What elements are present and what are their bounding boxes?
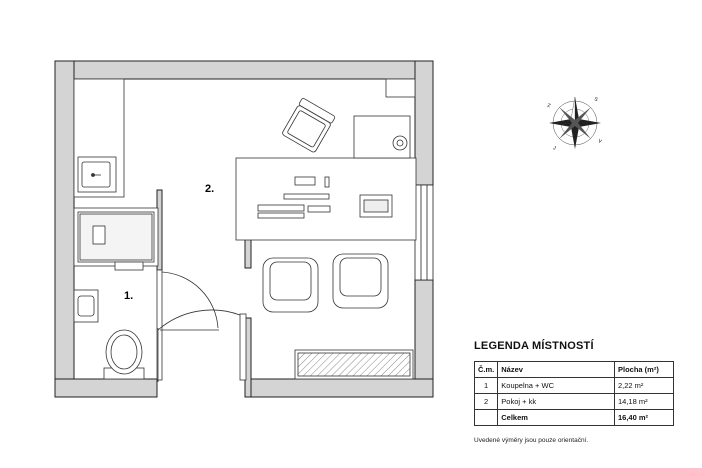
office-chair xyxy=(282,98,336,153)
legend-title: LEGENDA MÍSTNOSTÍ xyxy=(474,340,594,352)
header-area: Plocha (m²) xyxy=(614,361,674,378)
wall-right-upper xyxy=(414,60,434,186)
window-right xyxy=(414,184,434,281)
bathroom-door xyxy=(156,269,219,381)
row-num: 2 xyxy=(473,393,499,410)
bathtub xyxy=(73,207,159,271)
table-total-row: Celkem 16,40 m² xyxy=(473,409,674,426)
desk xyxy=(235,157,417,241)
washing-machine xyxy=(353,115,411,159)
wall-top xyxy=(54,60,434,80)
row-area: 2,22 m² xyxy=(614,377,674,394)
row-area: 14,18 m² xyxy=(614,393,674,410)
table-row: 2 Pokoj + kk 14,18 m² xyxy=(473,393,674,410)
armchair-right xyxy=(332,253,389,309)
wall-bottom-left xyxy=(54,378,158,398)
room-label-1: 1. xyxy=(124,290,133,302)
compass-letter-j: J xyxy=(552,145,557,152)
armchair-left xyxy=(262,257,319,313)
row-num: 1 xyxy=(473,377,499,394)
total-area: 16,40 m² xyxy=(614,409,674,426)
kitchen-counter xyxy=(73,78,416,198)
toilet xyxy=(103,329,145,380)
compass-letter-s: S xyxy=(593,96,599,103)
wall-bottom-right xyxy=(249,378,434,398)
area-note: Uvedené výměry jsou pouze orientační. xyxy=(474,437,589,444)
compass-rose-icon: S V J Z xyxy=(546,96,603,152)
monitor xyxy=(294,176,316,186)
compass-letter-z: Z xyxy=(546,103,551,110)
sideboard xyxy=(294,349,414,380)
wall-left xyxy=(54,60,75,398)
row-name: Pokoj + kk xyxy=(497,393,615,410)
room-label-2: 2. xyxy=(205,183,214,195)
washbasin xyxy=(73,289,99,323)
room-table: Č.m. Název Plocha (m²) 1 Koupelna + WC 2… xyxy=(473,361,674,426)
room-legend: LEGENDA MÍSTNOSTÍ Č.m. Název Plocha (m²)… xyxy=(473,340,674,426)
header-num: Č.m. xyxy=(473,361,499,378)
row-name: Koupelna + WC xyxy=(497,377,615,394)
total-label: Celkem xyxy=(497,409,615,426)
table-row: 1 Koupelna + WC 2,22 m² xyxy=(473,377,674,394)
keyboard xyxy=(283,193,330,200)
total-num xyxy=(473,409,499,426)
header-name: Název xyxy=(497,361,615,378)
table-header-row: Č.m. Název Plocha (m²) xyxy=(473,361,674,378)
entry-door xyxy=(157,309,247,382)
compass-letter-v: V xyxy=(597,138,603,145)
